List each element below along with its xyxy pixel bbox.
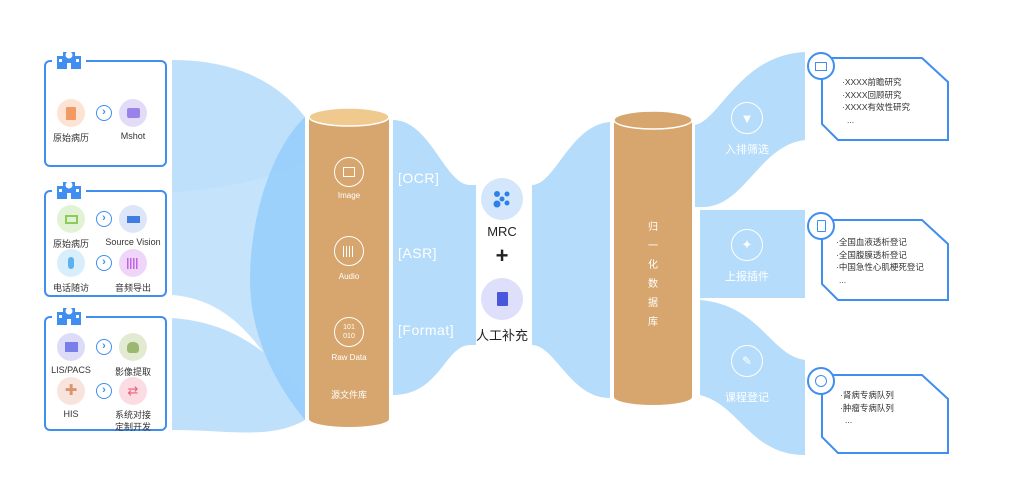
target-node: Source Vision [98,205,168,247]
blocks-icon [119,205,147,233]
chevron-right-icon: › [96,211,112,227]
image-icon [334,157,364,187]
source-db-cylinder [308,107,390,427]
binary-icon: 101 010 [334,317,364,347]
target-node: 影像提取 [98,333,168,378]
hospital-icon [52,305,86,325]
output-box-1 [821,57,949,141]
target-node: Mshot [98,99,168,141]
camera-icon [119,99,147,127]
target-node: ⇄ 系统对接 定制开发 [98,377,168,433]
receipt-icon [481,278,523,320]
waveform-icon [119,249,147,277]
chevron-right-icon: › [96,255,112,271]
document-add-icon [807,212,835,240]
source-db-title: 源文件库 [330,390,367,400]
process-ocr: [OCR] [398,170,440,186]
mrc-label: MRC [487,224,517,239]
source-node: 电话随访 [36,249,106,294]
output-flow-label: 课程登记 [725,392,769,404]
source-node: ✚ HIS [36,377,106,419]
clipboard-icon [57,99,85,127]
flow-source-3 [172,318,305,433]
source-item-label: Image [337,191,361,200]
hospital-icon [52,179,86,199]
source-node: 原始病历 [36,99,106,144]
output-list-3: ·肾病专病队列 ·肿瘤专病队列 ... [840,390,894,425]
process-format: [Format] [398,322,455,338]
chevron-right-icon: › [96,105,112,121]
normalized-db-cylinder [613,110,693,405]
normalized-db-title: 归 一 化 数 据 库 [648,222,658,328]
microphone-icon [57,249,85,277]
target-node: 音频导出 [98,249,168,294]
filter-icon: ▼ [731,102,763,134]
source-box-2 [44,190,167,297]
process-asr: [ASR] [398,245,438,261]
output-flow-label: 上报插件 [725,271,769,283]
mrc-icon [481,178,523,220]
edit-note-icon: ✎ [731,345,763,377]
flow-to-normalized [532,122,610,398]
output-box-3 [821,374,949,454]
audio-wave-icon [334,236,364,266]
exchange-arrows-icon: ⇄ [119,377,147,405]
source-node: LIS/PACS [36,333,106,375]
flow-to-engine [393,120,476,395]
output-list-1: ·XXXX前瞻研究 ·XXXX回顾研究 ·XXXX有效性研究 ... [842,77,911,125]
lungs-icon [119,333,147,361]
plus-sign: + [495,243,509,268]
output-list-2: ·全国血液透析登记 ·全国腹膜透析登记 ·中国急性心肌梗死登记 ... [836,237,924,285]
hospital-icon [52,49,86,69]
source-item-label: Audio [338,272,360,281]
chevron-right-icon: › [96,339,112,355]
list-folder-icon [807,52,835,80]
flow-source-merge [250,117,305,420]
output-flow-label: 入排筛选 [725,144,769,156]
output-box-2 [821,219,949,301]
flow-output-3 [700,300,805,455]
source-node: 原始病历 [36,205,106,250]
source-item-label: Raw Data [331,353,367,362]
puzzle-icon: ✦ [731,229,763,261]
manual-label: 人工补充 [475,328,528,343]
medical-cross-icon: ✚ [57,377,85,405]
chevron-right-icon: › [96,383,112,399]
monitor-icon [57,205,85,233]
screen-chart-icon [57,333,85,361]
ribbon-icon [807,367,835,395]
